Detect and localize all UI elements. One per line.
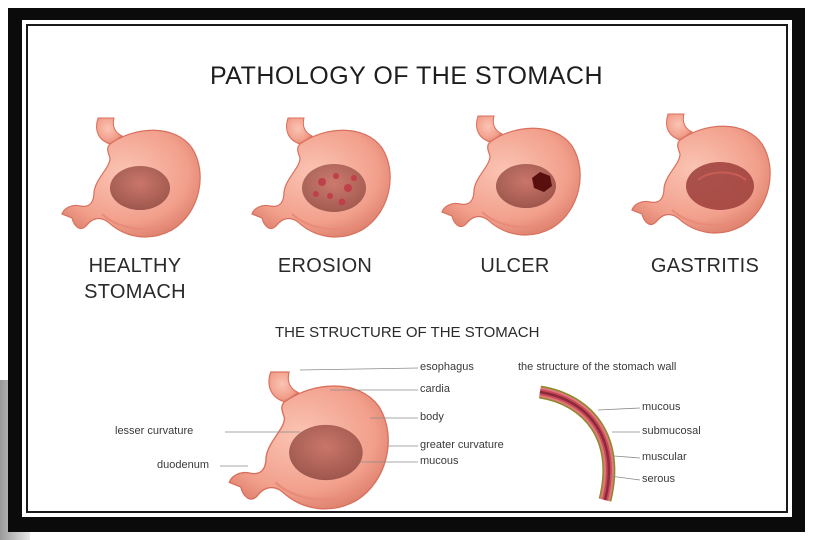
- stomach-healthy: [62, 118, 200, 237]
- stomach-ulcer: [442, 116, 580, 235]
- stomach-wall-arc: [540, 392, 609, 500]
- wall-layer-mucous: mucous: [642, 401, 681, 413]
- caption-healthy: HEALTHY STOMACH: [55, 253, 215, 305]
- caption-erosion: EROSION: [245, 253, 405, 279]
- label-mucous: mucous: [420, 455, 459, 467]
- caption-gastritis: GASTRITIS: [620, 253, 790, 279]
- caption-gastritis-line1: GASTRITIS: [620, 253, 790, 279]
- page-title: PATHOLOGY OF THE STOMACH: [0, 62, 813, 91]
- label-lesser-curvature: lesser curvature: [115, 425, 193, 437]
- structure-title: THE STRUCTURE OF THE STOMACH: [275, 324, 539, 341]
- caption-healthy-line2: STOMACH: [55, 279, 215, 305]
- wall-layer-muscular: muscular: [642, 451, 687, 463]
- label-body: body: [420, 411, 444, 423]
- label-cardia: cardia: [420, 383, 450, 395]
- stomach-erosion: [252, 118, 390, 237]
- caption-ulcer: ULCER: [435, 253, 595, 279]
- label-duodenum: duodenum: [157, 459, 209, 471]
- label-esophagus: esophagus: [420, 361, 474, 373]
- caption-erosion-line1: EROSION: [245, 253, 405, 279]
- stomach-structure: [229, 372, 388, 509]
- caption-ulcer-line1: ULCER: [435, 253, 595, 279]
- label-greater-curvature: greater curvature: [420, 439, 504, 451]
- wall-title: the structure of the stomach wall: [518, 361, 676, 373]
- caption-healthy-line1: HEALTHY: [55, 253, 215, 279]
- wall-layer-submucosal: submucosal: [642, 425, 701, 437]
- stomach-gastritis: [632, 114, 770, 233]
- wall-layer-serous: serous: [642, 473, 675, 485]
